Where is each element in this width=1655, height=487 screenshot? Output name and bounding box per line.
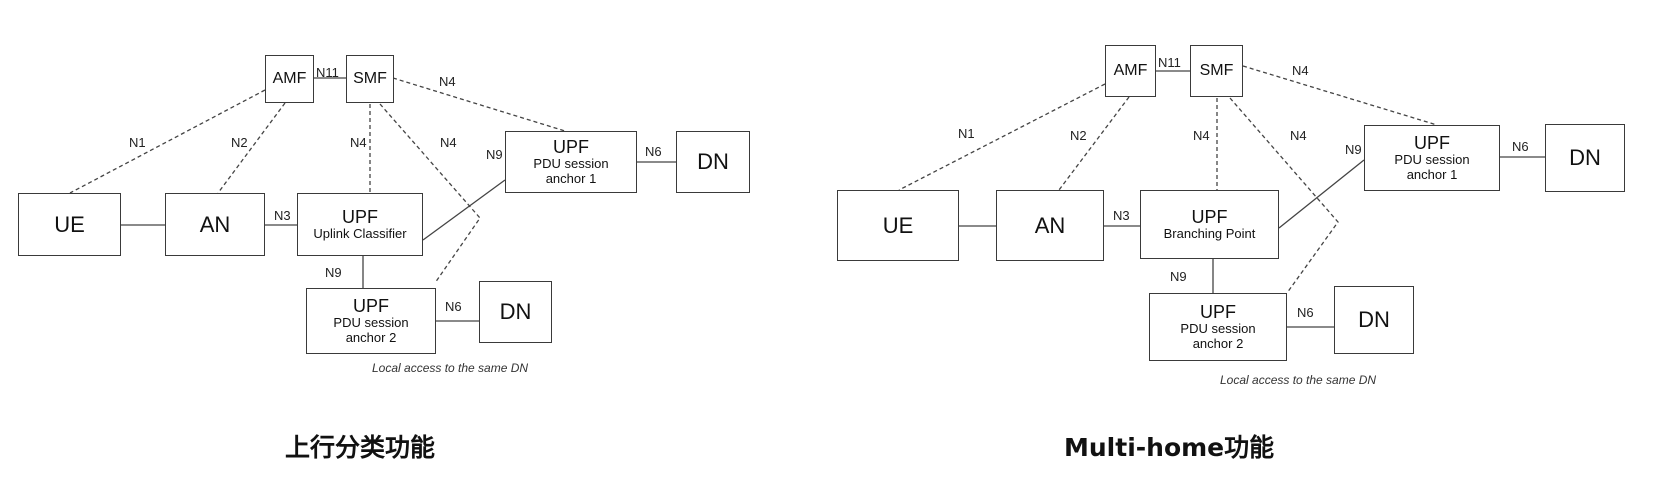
right-an-box: AN xyxy=(996,190,1104,261)
left-ue-box: UE xyxy=(18,193,121,256)
right-ue-label: UE xyxy=(882,212,914,238)
left-amf-label: AMF xyxy=(272,69,307,87)
right-ue-box: UE xyxy=(837,190,959,261)
left-n6-top-label: N6 xyxy=(645,144,662,159)
right-n9-bottom-label: N9 xyxy=(1170,269,1187,284)
right-upf-anchor1-line1: PDU session xyxy=(1394,152,1470,168)
right-n9-top-label: N9 xyxy=(1345,142,1362,157)
right-n2-label: N2 xyxy=(1070,128,1087,143)
left-ue-label: UE xyxy=(54,211,85,237)
right-upf-center-subtitle: Branching Point xyxy=(1163,226,1256,242)
right-an-label: AN xyxy=(1034,212,1066,238)
left-n9-bottom-label: N9 xyxy=(325,265,342,280)
right-n4-mid-label: N4 xyxy=(1193,128,1210,143)
left-link-n4-diag xyxy=(379,103,481,284)
right-dn2-label: DN xyxy=(1358,307,1390,333)
right-upf-anchor2-box: UPF PDU session anchor 2 xyxy=(1149,293,1287,361)
right-n1-label: N1 xyxy=(958,126,975,141)
right-link-n4-top xyxy=(1242,65,1438,126)
left-note: Local access to the same DN xyxy=(372,361,529,375)
left-dn2-label: DN xyxy=(499,299,532,325)
right-upf-center-title: UPF xyxy=(1191,206,1228,227)
left-upf-anchor1-line1: PDU session xyxy=(533,156,609,172)
left-link-n2 xyxy=(217,102,286,194)
left-upf-anchor1-line2: anchor 1 xyxy=(545,171,597,187)
right-amf-box: AMF xyxy=(1105,45,1156,97)
left-upf-anchor2-title: UPF xyxy=(353,295,389,316)
right-upf-anchor1-title: UPF xyxy=(1414,132,1450,153)
left-upf-center-subtitle: Uplink Classifier xyxy=(313,226,407,242)
right-dn1-box: DN xyxy=(1545,124,1625,192)
left-upf-center-title: UPF xyxy=(342,206,378,227)
right-amf-label: AMF xyxy=(1113,61,1148,79)
right-upf-anchor2-line2: anchor 2 xyxy=(1192,336,1244,352)
left-n6-bottom-label: N6 xyxy=(445,299,462,314)
left-n11-label: N11 xyxy=(316,65,339,80)
right-n11-label: N11 xyxy=(1158,55,1181,70)
right-upf-anchor2-title: UPF xyxy=(1200,301,1236,322)
left-link-n1 xyxy=(69,89,266,194)
right-n4-top-label: N4 xyxy=(1292,63,1309,78)
left-dn2-box: DN xyxy=(479,281,552,343)
right-n6-top-label: N6 xyxy=(1512,139,1529,154)
right-dn2-box: DN xyxy=(1334,286,1414,354)
left-n4-top-label: N4 xyxy=(439,74,456,89)
right-n4-diag-label: N4 xyxy=(1290,128,1307,143)
right-upf-anchor1-box: UPF PDU session anchor 1 xyxy=(1364,125,1500,191)
left-n2-label: N2 xyxy=(231,135,248,150)
right-n6-bottom-label: N6 xyxy=(1297,305,1314,320)
left-upf-uplink-classifier-box: UPF Uplink Classifier xyxy=(297,193,423,256)
right-smf-label: SMF xyxy=(1199,61,1234,79)
left-an-box: AN xyxy=(165,193,265,256)
left-link-n9-top xyxy=(422,179,506,241)
left-upf-anchor1-title: UPF xyxy=(553,136,589,157)
right-caption: Multi-home功能 xyxy=(1064,433,1275,462)
right-link-n9-top xyxy=(1278,159,1365,229)
left-smf-label: SMF xyxy=(353,69,387,87)
left-n4-diag-label: N4 xyxy=(440,135,457,150)
right-upf-anchor1-line2: anchor 1 xyxy=(1406,167,1458,183)
right-link-n2 xyxy=(1058,96,1130,191)
left-dn1-label: DN xyxy=(697,149,729,175)
left-upf-anchor2-line1: PDU session xyxy=(333,315,409,331)
left-upf-anchor2-box: UPF PDU session anchor 2 xyxy=(306,288,436,354)
right-note: Local access to the same DN xyxy=(1220,373,1377,387)
right-smf-box: SMF xyxy=(1190,45,1243,97)
left-n4-mid-label: N4 xyxy=(350,135,367,150)
left-n3-label: N3 xyxy=(274,208,291,223)
right-link-n1 xyxy=(898,83,1106,191)
right-dn1-label: DN xyxy=(1569,145,1601,171)
left-caption: 上行分类功能 xyxy=(285,433,436,462)
right-link-n4-diag xyxy=(1229,97,1339,294)
right-upf-branching-point-box: UPF Branching Point xyxy=(1140,190,1279,259)
right-n3-label: N3 xyxy=(1113,208,1130,223)
left-smf-box: SMF xyxy=(346,55,394,103)
left-link-n4-top xyxy=(392,77,566,132)
right-upf-anchor2-line1: PDU session xyxy=(1180,321,1256,337)
left-upf-anchor2-line2: anchor 2 xyxy=(345,330,397,346)
left-an-label: AN xyxy=(199,211,231,237)
left-upf-anchor1-box: UPF PDU session anchor 1 xyxy=(505,131,637,193)
left-n9-top-label: N9 xyxy=(486,147,503,162)
left-dn1-box: DN xyxy=(676,131,750,193)
left-amf-box: AMF xyxy=(265,55,314,103)
left-n1-label: N1 xyxy=(129,135,146,150)
